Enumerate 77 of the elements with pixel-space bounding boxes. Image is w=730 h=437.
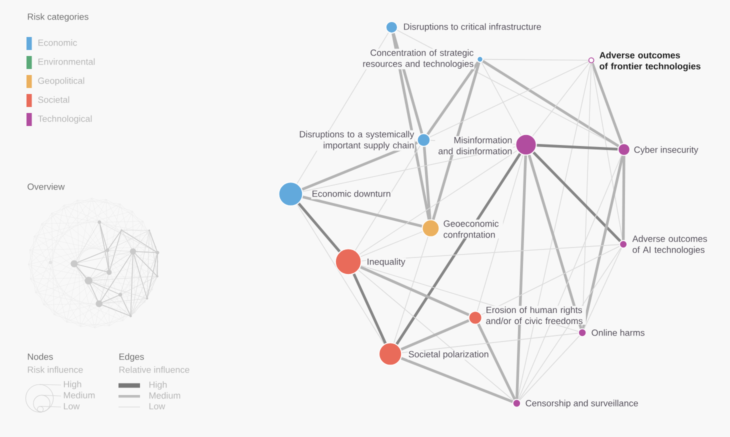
link-line (296, 204, 384, 344)
node-label: Adverse outcomes of frontier technologies (598, 51, 704, 72)
node-label: Concentration of strategic resources and technologies (357, 48, 474, 70)
link-line (481, 246, 620, 315)
link-line (396, 153, 522, 345)
node-circle (335, 248, 362, 275)
link-line (298, 202, 341, 252)
legend-subtitle: Risk influence (28, 366, 83, 373)
node-label: Online harms (590, 328, 646, 338)
link-line (352, 273, 387, 344)
link-line (584, 248, 622, 330)
legend-label: Medium (64, 392, 95, 398)
link-line (302, 141, 418, 191)
legend-label: Low (149, 403, 166, 410)
link-line (394, 236, 428, 344)
legend-label: Medium (149, 392, 180, 399)
link-line (360, 231, 423, 258)
link-line (528, 154, 582, 329)
legend-label: High (149, 381, 167, 390)
link-line (532, 151, 622, 242)
link-line (482, 60, 620, 148)
node-label: Disruptions to critical infrastructure (402, 22, 542, 32)
node-label: Adverse outcomes of AI technologies (632, 234, 712, 256)
link-line (432, 62, 480, 220)
node-label: Censorship and surveillance (524, 399, 639, 409)
legend-heading: Risk categories (28, 13, 88, 22)
node-label: Geoeconomic confrontation (442, 220, 503, 238)
link-line (582, 63, 592, 329)
link-line (481, 62, 522, 136)
link-line (400, 357, 514, 403)
link-line (476, 154, 524, 312)
link-line (402, 332, 578, 354)
node-circle (417, 133, 430, 147)
link-line (532, 62, 590, 137)
legend-label: Technological (38, 115, 92, 124)
node-circle (278, 182, 303, 206)
node-circle (378, 342, 402, 366)
node-circle (468, 310, 482, 324)
link-line (400, 319, 470, 351)
legend-label: Economic (38, 39, 77, 46)
node-circle (422, 220, 440, 238)
link-line (358, 270, 514, 401)
node-label: Cyber insecurity (633, 146, 699, 156)
link-line (622, 156, 626, 240)
legend-label: High (64, 380, 82, 390)
legend-label: Environmental (38, 58, 95, 65)
link-line (426, 61, 480, 136)
link-line (518, 155, 622, 400)
node-label: Erosion of human rights and/or of civic freedoms (485, 306, 586, 325)
link-line (422, 146, 432, 220)
node-label: Economic downturn (311, 190, 392, 200)
link-line (477, 323, 516, 400)
legend-label: Societal (38, 96, 70, 103)
node-label: Societal polarization (408, 350, 490, 360)
link-line (591, 62, 623, 240)
link-line (430, 61, 589, 138)
link-line (360, 266, 470, 316)
link-line (517, 62, 592, 400)
legend-subtitle: Relative influence (119, 366, 190, 373)
legend-heading: Nodes (28, 353, 53, 360)
link-line (354, 145, 420, 251)
link-line (582, 155, 624, 329)
link-line (536, 144, 618, 151)
legend-label: Geopolitical (38, 77, 84, 86)
link-line (518, 247, 622, 400)
node-label: Disruptions to a systemically important supply chain (296, 130, 415, 151)
link-line (516, 155, 527, 399)
legend-label: Low (64, 403, 80, 410)
link-line (519, 336, 580, 400)
link-line (591, 62, 624, 144)
link-line (359, 150, 518, 255)
panel-heading: Overview (28, 183, 65, 190)
legend-heading: Edges (119, 353, 144, 362)
node-circle (515, 134, 537, 156)
link-line (302, 196, 422, 228)
node-label: Misinformation and disinformation (435, 136, 513, 155)
node-label: Inequality (366, 258, 406, 268)
